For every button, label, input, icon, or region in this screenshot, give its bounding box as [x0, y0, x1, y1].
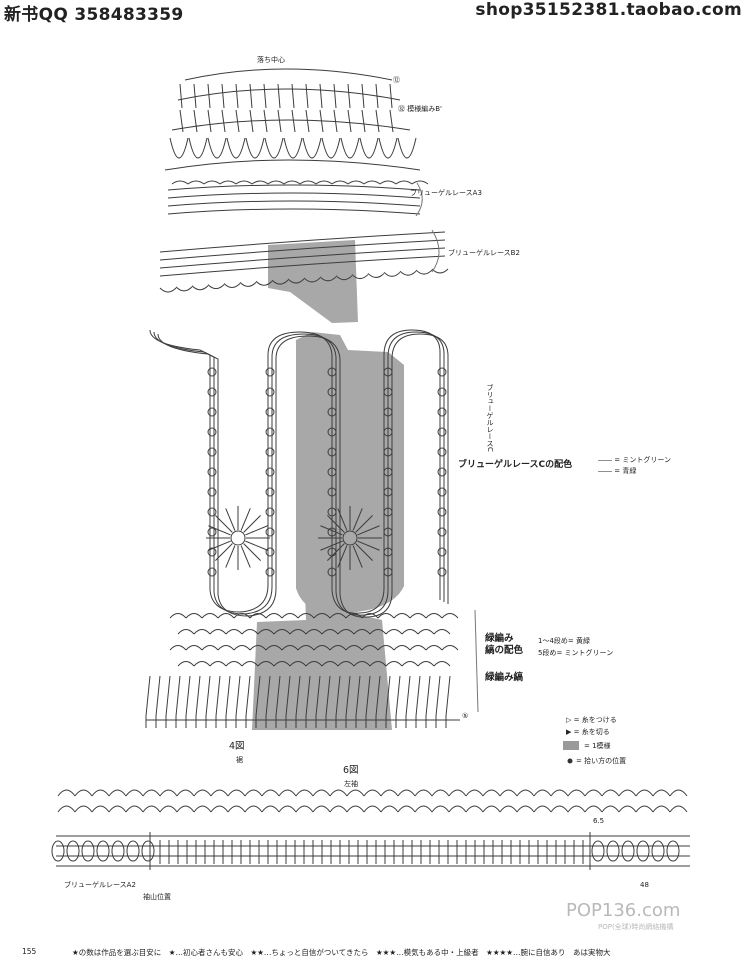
lace-c-color1: ―― = ミントグリーン	[598, 456, 671, 464]
lace-a3-label: ブリューゲルレースA3	[410, 189, 482, 197]
sleeve-48: 48	[640, 881, 649, 889]
lace-c-side-label: ブリューゲルレースC	[486, 384, 494, 452]
page-number: 155	[22, 947, 37, 956]
top-center-label: 落ち中心	[257, 56, 285, 64]
watermark-brand: POP136.com	[566, 900, 681, 921]
figure-6-title: 6図	[343, 765, 359, 776]
figure-4-subtitle: 裾	[236, 756, 243, 764]
header-right: shop35152381.taobao.com	[475, 0, 742, 20]
header-left: 新书QQ 358483359	[4, 5, 184, 25]
footer-text: ★の数は作品を選ぶ目安に ★…初心者さんも安心 ★★…ちょっと自信がついてきたら…	[72, 948, 611, 957]
edge-b-label: ㉜ 模様編みB'	[398, 105, 442, 113]
lace-b2-label: ブリューゲルレースB2	[448, 249, 520, 257]
ribbing-row1: 1〜4段め= 黄緑	[538, 637, 590, 645]
ribbing-stripe-label: 緑編み縞	[485, 672, 524, 683]
ribbing-row2: 5段め= ミントグリーン	[538, 649, 614, 657]
sleeve-position-label: 袖山位置	[143, 893, 171, 901]
ribbing-color-title-2: 縞の配色	[485, 645, 524, 656]
legend-row-3: ■= 1模様	[584, 742, 611, 750]
lace-c-color2: ―― = 青緑	[598, 467, 637, 475]
lace-a2-label: ブリューゲルレースA2	[64, 881, 136, 889]
legend-symbols	[563, 741, 579, 764]
legend-row-2: ▶ = 糸を切る	[566, 728, 610, 736]
legend-row-4: ●= 拾い方の位置	[576, 757, 627, 765]
ribbing-color-title-1: 緑編み	[485, 633, 514, 644]
figure-6-subtitle: 左袖	[344, 780, 358, 788]
watermark-sub: POP(全球)時尚網絡機構	[598, 923, 674, 931]
sleeve-6-5: 6.5	[593, 817, 605, 825]
pattern-repeat-shading	[252, 240, 404, 730]
figure-4-title: 4図	[229, 741, 245, 752]
row-number: ⑫	[393, 76, 400, 84]
legend-row-1: ▷ = 糸をつける	[566, 716, 617, 724]
row-number-5: ⑤	[462, 712, 469, 720]
lace-c-colors-title: ブリューゲルレースCの配色	[458, 460, 573, 470]
